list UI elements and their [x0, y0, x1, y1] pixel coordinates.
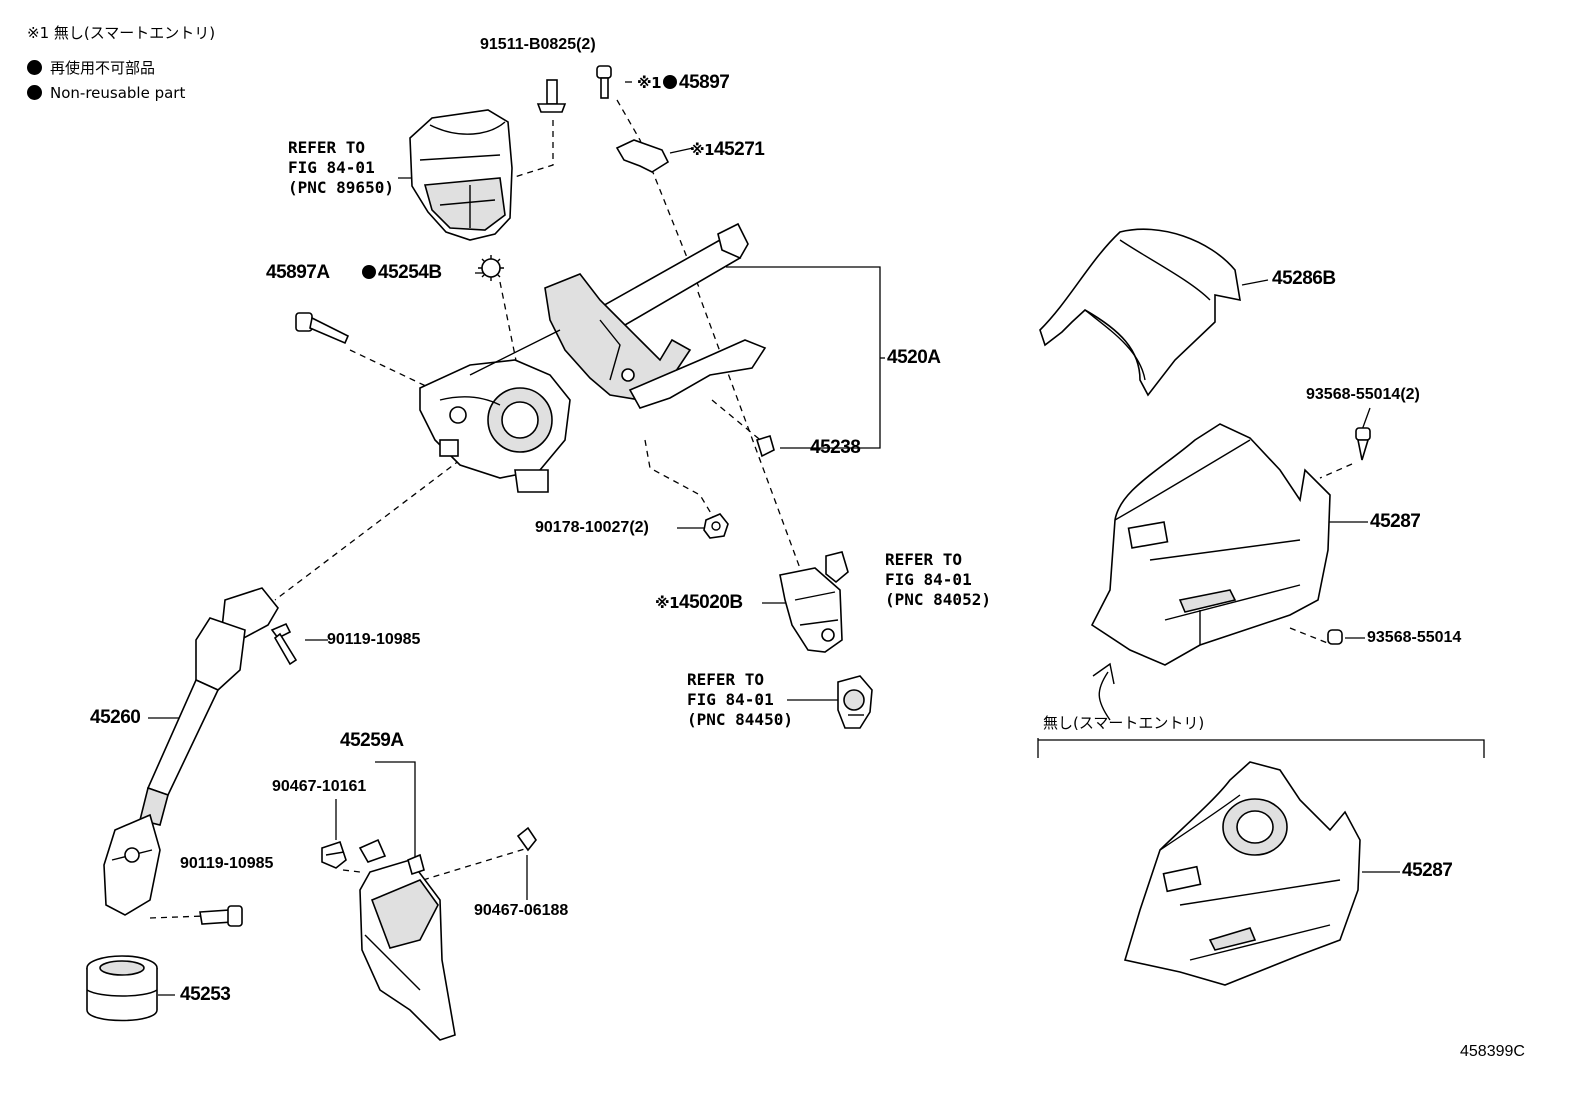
steering-column-4520A: [419, 222, 767, 493]
bolt-45897A: [295, 312, 350, 345]
label-93568: 93568-55014: [1367, 629, 1462, 646]
label-4520A: 4520A: [887, 347, 941, 368]
lower-cover-45287-lower: [1123, 761, 1361, 986]
label-45897A: 45897A: [266, 262, 330, 283]
label-45271: ※145271: [690, 139, 765, 160]
refer-84052: REFER TO FIG 84-01 (PNC 84052): [885, 550, 991, 609]
label-45287-lower: 45287: [1402, 860, 1453, 881]
bolt-45897: [596, 65, 612, 99]
bolt-90119-upper: [270, 622, 298, 666]
part-84450: [837, 675, 873, 729]
label-45254B-text: 45254B: [378, 262, 442, 283]
label-45259A: 45259A: [340, 730, 404, 751]
label-45020B-text: 45020B: [679, 592, 743, 613]
label-90467-06188: 90467-06188: [474, 902, 569, 919]
refer-89650: REFER TO FIG 84-01 (PNC 89650): [288, 138, 394, 197]
switch-45020B: [779, 567, 843, 653]
label-90119-lower: 90119-10985: [180, 855, 274, 872]
bolt-91511: [536, 79, 567, 113]
label-45286B: 45286B: [1272, 268, 1336, 289]
filled-dot-icon: [27, 60, 42, 75]
refer-84450: REFER TO FIG 84-01 (PNC 84450): [687, 670, 793, 729]
legend-non-reusable-en-text: Non-reusable part: [50, 84, 186, 102]
component-89650: [409, 109, 513, 241]
filled-dot-icon: [362, 265, 376, 279]
mark-45020B: ※1: [655, 594, 680, 612]
label-45897-text: 45897: [679, 72, 730, 93]
label-45287-upper: 45287: [1370, 511, 1421, 532]
connector-84052: [825, 551, 849, 584]
legend-non-reusable-en: Non-reusable part: [27, 85, 185, 101]
label-45254B: 45254B: [360, 263, 442, 282]
intermediate-shaft-45260: [103, 587, 279, 916]
bushing-45253: [86, 955, 158, 1022]
label-45020B: ※145020B: [655, 593, 743, 612]
label-93568-2: 93568-55014(2): [1306, 386, 1420, 403]
label-45897: ※1 45897: [637, 72, 730, 93]
legend-non-reusable-jp: 再使用不可部品: [27, 60, 155, 76]
label-45271-text: 45271: [714, 139, 765, 160]
note-smart-entry: ※1 無し(スマートエントリ): [27, 24, 216, 42]
label-45238: 45238: [810, 437, 861, 458]
label-90467-10161: 90467-10161: [272, 778, 367, 795]
gear-45254B: [478, 255, 504, 281]
clip-90467-06188: [516, 826, 537, 852]
lower-cover-45287-upper: [1090, 423, 1331, 666]
boot-45259A: [358, 838, 456, 1041]
filled-dot-icon: [27, 85, 42, 100]
screw-93568: [1327, 629, 1343, 645]
label-91511: 91511-B0825(2): [480, 36, 596, 53]
upper-cover-45286B: [1039, 228, 1241, 397]
label-smart-entry-none: 無し(スマートエントリ): [1043, 714, 1205, 732]
figure-id: 458399C: [1460, 1043, 1525, 1060]
legend-non-reusable-jp-text: 再使用不可部品: [50, 59, 156, 77]
label-45260: 45260: [90, 707, 141, 728]
mark-45271: ※1: [690, 141, 715, 159]
label-45253: 45253: [180, 984, 231, 1005]
label-90119-upper: 90119-10985: [327, 631, 421, 648]
label-90178: 90178-10027(2): [535, 519, 649, 536]
bolt-90119-lower: [199, 905, 243, 927]
clip-45238: [755, 434, 775, 458]
mark-45897: ※1: [637, 74, 662, 92]
filled-dot-icon: [663, 75, 678, 89]
screw-93568-2: [1355, 427, 1371, 461]
clip-90467-10161: [321, 840, 347, 869]
clip-45271: [615, 139, 670, 173]
nut-90178: [703, 513, 729, 539]
